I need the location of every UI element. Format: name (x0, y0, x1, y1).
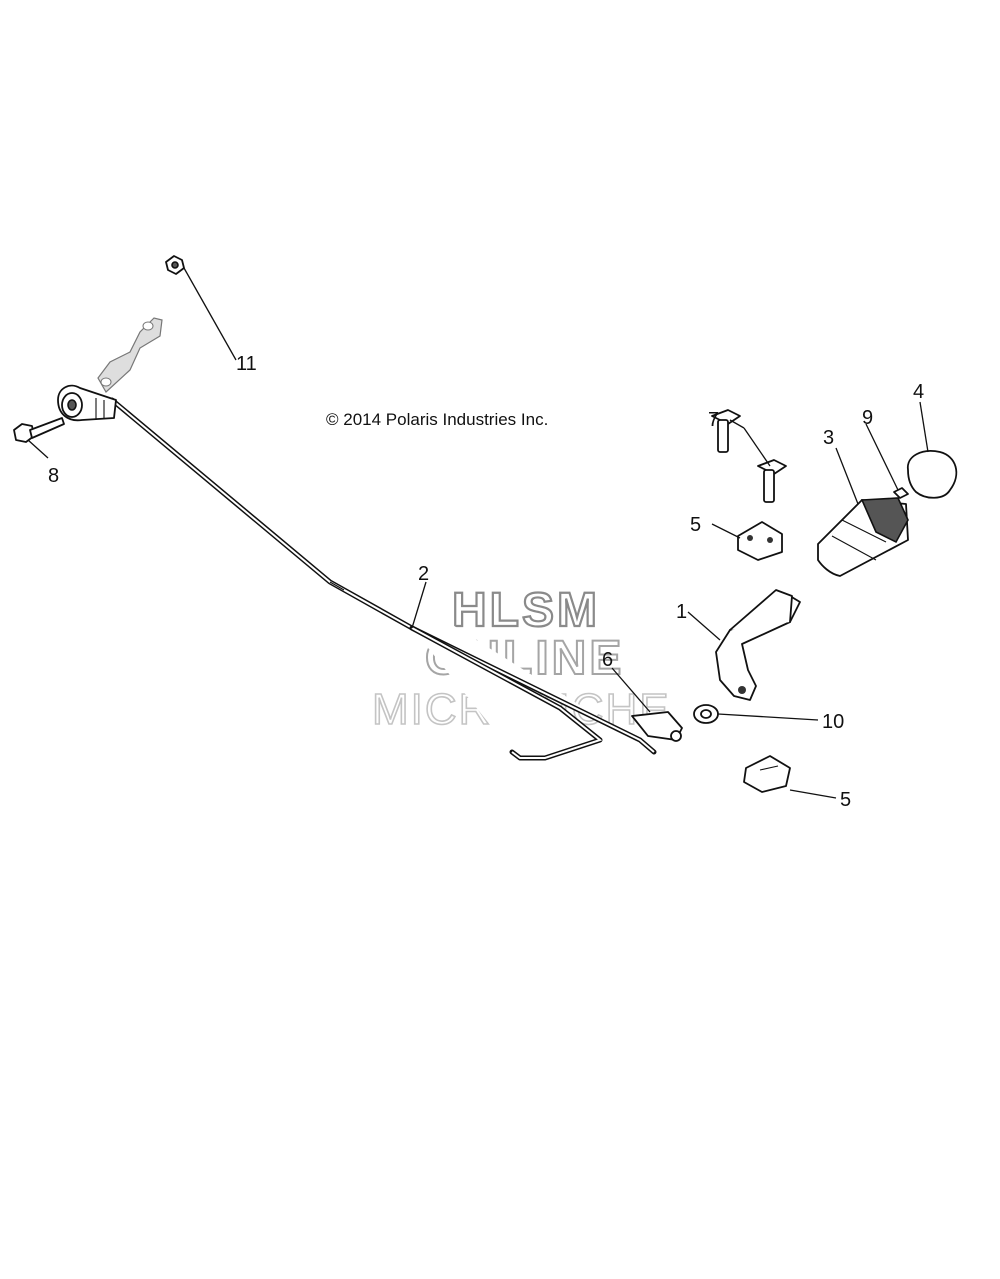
part-cap-4 (907, 450, 958, 499)
part-bolt-8 (13, 417, 65, 443)
part-screw-9 (893, 487, 909, 499)
callout-10: 10 (822, 711, 844, 733)
part-rod-end (57, 384, 117, 422)
watermark-line-1: HLSM (452, 584, 600, 637)
callout-8: 8 (48, 465, 59, 487)
part-shift-lever-1 (715, 589, 801, 701)
leader-lines (27, 267, 929, 799)
callouts: 11 8 2 3 4 9 7 5 1 6 10 5 (48, 353, 924, 811)
callout-3: 3 (823, 427, 834, 449)
callout-4: 4 (913, 381, 924, 403)
callout-9: 9 (862, 407, 873, 429)
part-bracket-5-bottom (743, 755, 791, 793)
part-boot (97, 317, 163, 393)
callout-1: 1 (676, 601, 687, 623)
callout-11: 11 (236, 353, 257, 375)
callout-7: 7 (708, 409, 719, 431)
part-clip-6 (631, 711, 683, 742)
callout-2: 2 (418, 563, 429, 585)
part-bolts-7 (711, 409, 787, 503)
part-nut-11 (165, 255, 185, 275)
part-washer-10 (693, 704, 719, 724)
copyright-text: © 2014 Polaris Industries Inc. (326, 410, 548, 429)
callout-5-bottom: 5 (840, 789, 851, 811)
part-shift-knob-3 (817, 497, 909, 577)
callout-6: 6 (602, 649, 613, 671)
callout-5-top: 5 (690, 514, 701, 536)
part-bracket-5-top (737, 521, 783, 561)
